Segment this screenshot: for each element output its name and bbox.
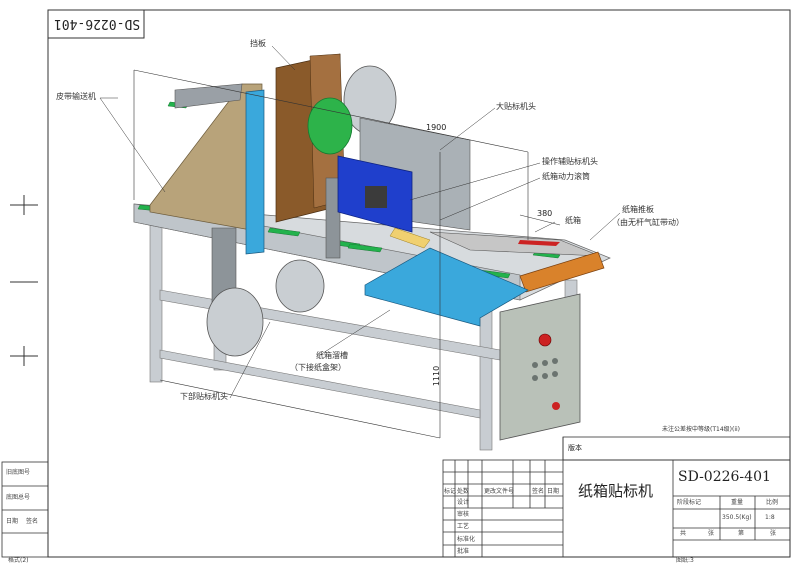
left-signature: 签名 bbox=[26, 518, 39, 525]
label-drive: 纸箱动力滚筒 bbox=[542, 172, 590, 181]
label-op-head: 操作辅贴标机头 bbox=[542, 157, 598, 166]
label-push-plate: 纸箱推板 bbox=[622, 205, 654, 214]
leader-lines bbox=[99, 45, 621, 399]
tb-header-count: 处数 bbox=[457, 488, 470, 495]
version-label: 版本 bbox=[568, 444, 582, 452]
tb-sheet-unit2: 张 bbox=[770, 530, 777, 537]
code-box bbox=[47, 9, 145, 39]
title-block bbox=[442, 436, 791, 558]
left-old-drawing: 旧底图号 bbox=[6, 469, 31, 476]
tb-sheet-unit1: 张 bbox=[708, 530, 715, 537]
drawing-title: 纸箱贴标机 bbox=[578, 482, 654, 500]
dimension-lines bbox=[133, 69, 561, 439]
tb-header-date: 日期 bbox=[547, 488, 560, 495]
tb-sheet-no: 第 bbox=[738, 530, 745, 537]
dimension-length: 1900 bbox=[426, 123, 447, 132]
label-cylinder: （由无杆气缸带动） bbox=[612, 218, 684, 227]
registration-marks bbox=[10, 195, 38, 366]
tb-header-sign: 签名 bbox=[532, 488, 545, 495]
machine-illustration bbox=[133, 53, 611, 451]
tb-row-review: 审核 bbox=[457, 511, 470, 518]
label-chute-sub: （下接纸盒架） bbox=[290, 363, 346, 372]
tb-header-doc: 更改文件号 bbox=[484, 488, 515, 495]
tb-weight-label: 重量 bbox=[731, 499, 744, 506]
label-big-head: 大贴标机头 bbox=[496, 102, 536, 111]
tb-weight: 350.5(Kg) bbox=[722, 514, 752, 521]
drawing-code: SD-0226-401 bbox=[678, 469, 771, 485]
tb-scale: 1:8 bbox=[765, 514, 775, 521]
dimension-height: 1110 bbox=[432, 365, 442, 387]
label-bottom-head: 下部贴标机头 bbox=[180, 392, 228, 401]
sheet-number: 图纸:3 bbox=[676, 557, 694, 564]
label-chute: 纸箱溜槽 bbox=[316, 351, 348, 360]
tb-header-mark: 标记 bbox=[444, 488, 457, 495]
format-label: 格式(2) bbox=[8, 557, 29, 564]
drawing-code-top: SD-0226-401 bbox=[54, 16, 141, 31]
dimension-width: 380 bbox=[537, 209, 553, 218]
tb-scale-label: 比例 bbox=[766, 499, 779, 506]
tb-standard: 标准化 bbox=[457, 536, 476, 543]
tb-row-design: 设计 bbox=[457, 499, 470, 506]
label-box: 纸箱 bbox=[565, 216, 581, 225]
tb-sheet-total: 共 bbox=[680, 530, 687, 537]
tb-row-process: 工艺 bbox=[457, 523, 470, 530]
tb-approve: 批准 bbox=[457, 548, 470, 555]
label-belt-support: 皮带输送机 bbox=[56, 92, 96, 101]
left-side-table bbox=[1, 461, 49, 558]
tb-stage: 阶段标记 bbox=[677, 499, 702, 506]
drawing-border bbox=[47, 9, 791, 558]
left-base-drawing: 底图总号 bbox=[6, 494, 31, 501]
left-date: 日期 bbox=[6, 518, 19, 525]
tolerance-note: 未注公差按中等级(T14级)(ii) bbox=[662, 426, 740, 433]
label-baffle: 挡板 bbox=[250, 39, 266, 48]
